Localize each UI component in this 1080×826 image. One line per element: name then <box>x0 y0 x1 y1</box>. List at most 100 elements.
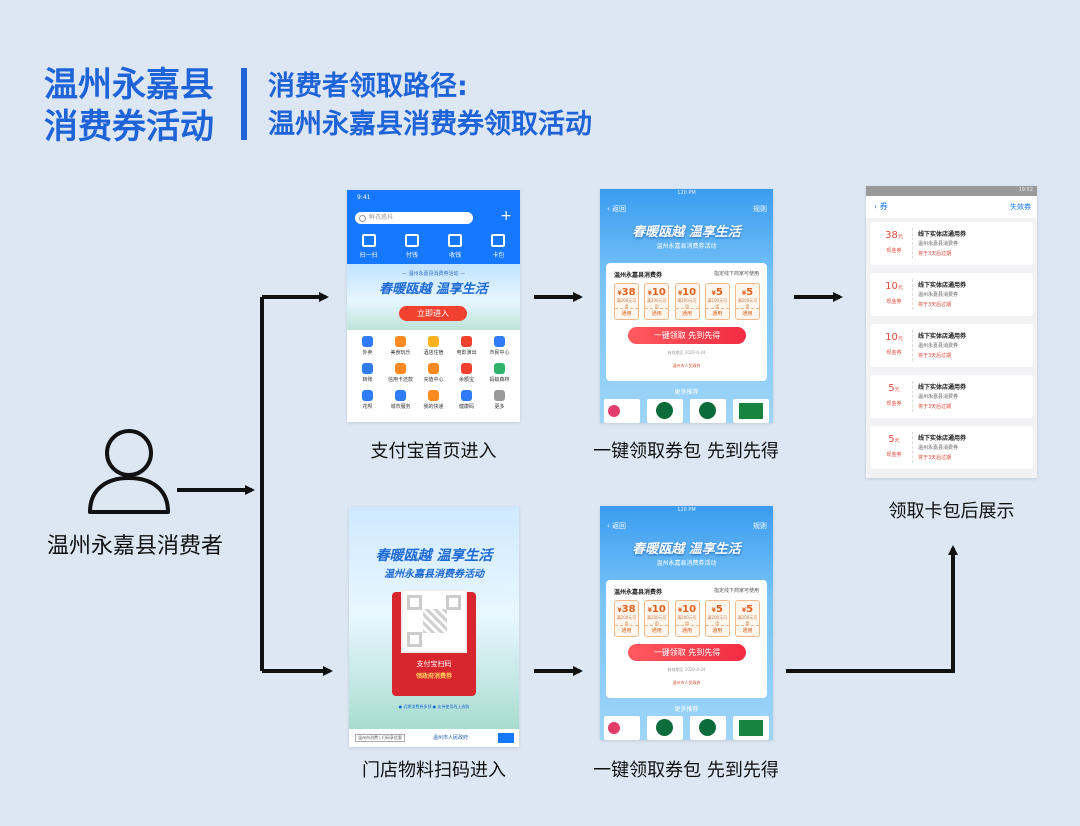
wallet-coupon-item[interactable]: 10元 现金券 线下实体店通用券温州永嘉县消费券将于3天后过期 <box>870 273 1033 316</box>
grid-item[interactable]: 蚂蚁森林 <box>483 363 516 383</box>
path-title: 消费者领取路径: 温州永嘉县消费券领取活动 <box>268 68 688 144</box>
arrow-bottom-to-wallet <box>786 545 958 673</box>
consumer-label: 温州永嘉县消费者 <box>46 534 223 559</box>
grid-item[interactable]: 信用卡还款 <box>384 363 417 383</box>
coupon-card-note: 指定线下商家可使用 <box>713 271 759 277</box>
brand-logo[interactable] <box>733 716 769 740</box>
more-recommend: 更多推荐 <box>674 389 699 396</box>
issuer-label: 温州市人民政府 <box>672 363 701 368</box>
path-title-line1: 消费者领取路径: <box>268 71 468 102</box>
store-poster: 春暖瓯越 温享生活 温州永嘉县消费券活动 支付宝扫码 领政府消费券 ● 近期消费… <box>349 507 519 747</box>
qr-code-icon[interactable] <box>401 589 467 653</box>
caption-store-scan: 门店物料扫码进入 <box>362 760 506 781</box>
brand-logo[interactable] <box>647 399 683 423</box>
grid-item[interactable]: 市民中心 <box>483 336 516 356</box>
coupon-screen-bottom: 120 PM ‹ 返回 规则 春暖瓯越 温享生活 温州永嘉县消费券活动 温州永嘉… <box>600 506 773 740</box>
plus-icon[interactable]: + <box>500 208 512 224</box>
wallet-coupon-item[interactable]: 5元 现金券 线下实体店通用券温州永嘉县消费券将于3天后过期 <box>870 375 1033 418</box>
brand-logo[interactable] <box>690 716 726 740</box>
main-title-line1: 温州永嘉县 <box>44 65 214 105</box>
brand-logo[interactable] <box>647 716 683 740</box>
grid-item[interactable]: 酒店住宿 <box>417 336 450 356</box>
person-icon <box>88 429 170 514</box>
poster-subtitle: 温州永嘉县消费券活动 <box>384 569 484 580</box>
status-bar: 19:52 <box>866 186 1037 196</box>
alipay-home-screen: 9:41 鲜衣惑抖 + 扫一扫 付钱 收钱 卡包 — 温州永嘉县消费券活动 — … <box>347 190 520 422</box>
enter-button[interactable]: 立即进入 <box>399 306 467 321</box>
title-divider <box>241 68 247 140</box>
coupon-card-note: 指定线下商家可使用 <box>713 588 759 594</box>
search-input[interactable]: 鲜衣惑抖 <box>355 212 473 224</box>
poster-footer-issuer: 温州市人民政府 <box>433 735 469 741</box>
wallet-nav: ‹ 券 失效券 <box>866 196 1037 218</box>
grid-item[interactable]: 电影演出 <box>450 336 483 356</box>
claim-button[interactable]: 一键领取 先到先得 <box>628 644 746 661</box>
path-title-line2: 温州永嘉县消费券领取活动 <box>268 109 592 140</box>
quick-action-scan[interactable]: 扫一扫 <box>353 234 385 259</box>
wallet-coupon-item[interactable]: 10元 现金券 线下实体店通用券温州永嘉县消费券将于3天后过期 <box>870 324 1033 367</box>
poster-pay-label: 支付宝扫码 <box>416 660 452 668</box>
caption-wallet: 领取卡包后展示 <box>888 501 1015 522</box>
coupon-subtitle: 温州永嘉县消费券活动 <box>656 243 717 250</box>
coupon-card-title: 温州永嘉县消费券 <box>614 589 663 596</box>
poster-footer-left: 温州市消费 | 扫码享优惠 <box>355 734 405 742</box>
coupon-slogan: 春暖瓯越 温享生活 <box>632 542 741 557</box>
more-recommend: 更多推荐 <box>674 706 699 713</box>
service-grid: 外卖 美食玩乐 酒店住宿 电影演出 市民中心 转账 信用卡还款 充值中心 余额宝… <box>351 336 516 410</box>
rules-link[interactable]: 规则 <box>753 522 767 530</box>
grid-item[interactable]: 充值中心 <box>417 363 450 383</box>
poster-get-label: 领政府消费券 <box>415 673 452 680</box>
brand-row <box>604 716 769 740</box>
status-time: 9:41 <box>357 194 371 201</box>
expired-coupons-link[interactable]: 失效券 <box>1010 203 1031 211</box>
grid-item[interactable]: 我的快递 <box>417 390 450 410</box>
status-bar: 120 PM <box>677 507 696 513</box>
caption-one-click-bottom: 一键领取券包 先到先得 <box>593 760 779 781</box>
grid-item[interactable]: 城市服务 <box>384 390 417 410</box>
coupon-card-title: 温州永嘉县消费券 <box>614 272 663 279</box>
status-bar: 120 PM <box>677 190 696 196</box>
brand-logo[interactable] <box>733 399 769 423</box>
alipay-logo <box>498 733 514 743</box>
caption-alipay-home: 支付宝首页进入 <box>370 441 497 462</box>
main-title-line2: 消费券活动 <box>44 107 214 147</box>
coupon-screen-top: 120 PM ‹ 返回 规则 春暖瓯越 温享生活 温州永嘉县消费券活动 温州永嘉… <box>600 189 773 423</box>
grid-item[interactable]: 外卖 <box>351 336 384 356</box>
issuer-label: 温州市人民政府 <box>672 680 701 685</box>
back-button[interactable]: ‹ 券 <box>874 202 888 211</box>
brand-logo[interactable] <box>604 716 640 740</box>
banner-slogan: 春暖瓯越 温享生活 <box>379 282 488 297</box>
quick-action-collect[interactable]: 收钱 <box>439 234 471 259</box>
rules-link[interactable]: 规则 <box>753 205 767 213</box>
poster-footer: 温州市消费 | 扫码享优惠 温州市人民政府 <box>349 729 519 747</box>
back-button[interactable]: ‹ 返回 <box>607 522 627 530</box>
grid-item[interactable]: 转账 <box>351 363 384 383</box>
quick-action-cards[interactable]: 卡包 <box>482 234 514 259</box>
brand-logo[interactable] <box>604 399 640 423</box>
grid-item[interactable]: 美食玩乐 <box>384 336 417 356</box>
wallet-coupon-item[interactable]: 5元 现金券 线下实体店通用券温州永嘉县消费券将于3天后过期 <box>870 426 1033 469</box>
grid-item[interactable]: 健康码 <box>450 390 483 410</box>
back-button[interactable]: ‹ 返回 <box>607 205 627 213</box>
banner-subtitle: — 温州永嘉县消费券活动 — <box>401 271 466 277</box>
grid-item[interactable]: 余额宝 <box>450 363 483 383</box>
quick-action-pay[interactable]: 付钱 <box>396 234 428 259</box>
claim-button[interactable]: 一键领取 先到先得 <box>628 327 746 344</box>
brand-logo[interactable] <box>690 399 726 423</box>
activity-banner[interactable]: — 温州永嘉县消费券活动 — 春暖瓯越 温享生活 立即进入 <box>347 264 520 330</box>
coupon-subtitle: 温州永嘉县消费券活动 <box>656 560 717 567</box>
yuan-icon <box>448 234 463 247</box>
quick-actions: 扫一扫 付钱 收钱 卡包 <box>347 234 520 259</box>
wallet-coupon-item[interactable]: 38元 现金券 线下实体店通用券温州永嘉县消费券将于3天后过期 <box>870 222 1033 265</box>
card-icon <box>491 234 506 247</box>
validity-date: 有效期至 2020-4-24 <box>667 667 706 672</box>
grid-item[interactable]: 花呗 <box>351 390 384 410</box>
grid-item[interactable]: 更多 <box>483 390 516 410</box>
